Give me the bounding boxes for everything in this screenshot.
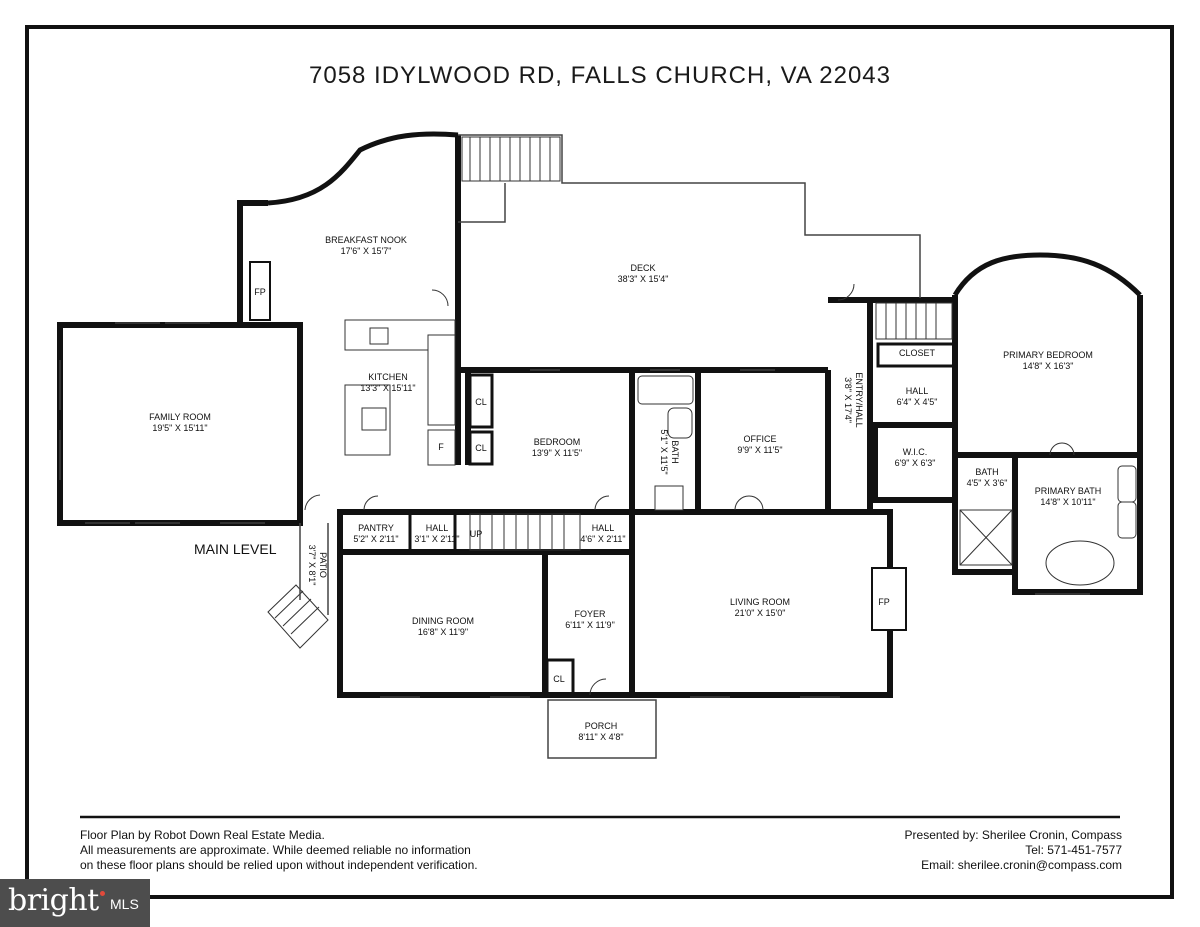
room-name-bath-1: BATH xyxy=(670,440,680,463)
room-name-porch: PORCH xyxy=(585,721,618,731)
bright-mls-logo: bright MLS xyxy=(0,879,150,927)
room-dims-office: 9'9" X 11'5" xyxy=(737,445,782,455)
room-dims-living-room: 21'0" X 15'0" xyxy=(735,608,786,618)
room-name-primary-bedroom: PRIMARY BEDROOM xyxy=(1003,350,1093,360)
patio-steps xyxy=(267,584,329,649)
footer-disclaimer: Floor Plan by Robot Down Real Estate Med… xyxy=(80,828,478,873)
room-name-dining-room: DINING ROOM xyxy=(412,616,474,626)
room-dims-kitchen: 13'3" X 15'11" xyxy=(360,383,415,393)
closet-label: CL xyxy=(553,674,565,684)
room-name-family-room: FAMILY ROOM xyxy=(149,412,211,422)
room-dims-hall-b: 4'6" X 2'11" xyxy=(580,534,625,544)
room-name-breakfast-nook: BREAKFAST NOOK xyxy=(325,235,407,245)
windows xyxy=(59,322,1090,698)
fixture-labels: FP FP CL CL CL F UP xyxy=(254,287,890,684)
room-name-hall-upper: HALL xyxy=(906,386,929,396)
closet-label: CL xyxy=(475,443,487,453)
room-name-primary-bath: PRIMARY BATH xyxy=(1035,486,1102,496)
room-dims-bedroom: 13'9" X 11'5" xyxy=(532,448,582,458)
primary-bedroom-walls xyxy=(952,295,1143,458)
room-dims-hall-a: 3'1" X 2'11" xyxy=(414,534,459,544)
room-name-patio: PATIO xyxy=(318,552,328,578)
room-name-closet: CLOSET xyxy=(899,348,936,358)
room-dims-bath-1: 5'1" X 11'5" xyxy=(659,429,669,474)
pantry-walls xyxy=(338,512,457,552)
room-dims-deck: 38'3" X 15'4" xyxy=(618,274,669,284)
entry-stairs xyxy=(875,302,953,340)
fireplace-label: FP xyxy=(254,287,266,297)
door-swings xyxy=(304,283,1075,696)
room-name-hall-b: HALL xyxy=(592,523,615,533)
room-name-foyer: FOYER xyxy=(574,609,606,619)
room-dims-dining-room: 16'8" X 11'9" xyxy=(418,627,468,637)
room-dims-foyer: 6'11" X 11'9" xyxy=(565,620,615,630)
deck-outline xyxy=(458,134,921,298)
porch-outline xyxy=(547,699,657,759)
deck-stairs xyxy=(461,136,561,182)
closets xyxy=(468,342,956,697)
room-name-kitchen: KITCHEN xyxy=(368,372,408,382)
room-dims-primary-bedroom: 14'8" X 16'3" xyxy=(1023,361,1074,371)
room-dims-entry-hall: 3'8" X 17'4" xyxy=(843,377,853,423)
middle-row-walls xyxy=(458,367,831,515)
presenter-line: Presented by: Sherilee Cronin, Compass xyxy=(904,828,1122,842)
rotated-labels: BATH 5'1" X 11'5" ENTRY/HALL 3'8" X 17'4… xyxy=(307,372,864,585)
room-name-pantry: PANTRY xyxy=(358,523,394,533)
hall-stairs xyxy=(469,513,581,551)
room-dims-patio: 3'7" X 8'1" xyxy=(307,545,317,586)
patio-outline xyxy=(299,523,329,615)
fireplace-label: FP xyxy=(878,597,890,607)
room-dims-pantry: 5'2" X 2'11" xyxy=(353,534,398,544)
logo-wordmark: bright xyxy=(8,883,99,918)
page-frame xyxy=(25,25,1174,899)
logo-dot-icon xyxy=(100,891,105,896)
closet-label: CL xyxy=(475,397,487,407)
room-name-bath-2: BATH xyxy=(975,467,998,477)
room-dims-primary-bath: 14'8" X 10'11" xyxy=(1040,497,1095,507)
bath-fixtures xyxy=(637,375,1137,586)
fireplaces xyxy=(249,261,907,631)
kitchen-walls xyxy=(237,135,461,523)
logo-suffix: MLS xyxy=(110,896,139,912)
phone-line: Tel: 571-451-7577 xyxy=(1025,843,1122,857)
room-dims-wic: 6'9" X 6'3" xyxy=(895,458,936,468)
primary-bath-walls xyxy=(952,455,1143,595)
room-name-hall-a: HALL xyxy=(426,523,449,533)
primary-bedroom-bay xyxy=(952,252,1142,297)
room-dims-porch: 8'11" X 4'8" xyxy=(578,732,623,742)
footer-line: Floor Plan by Robot Down Real Estate Med… xyxy=(80,828,325,842)
breakfast-nook-curve xyxy=(267,131,459,206)
room-name-living-room: LIVING ROOM xyxy=(730,597,790,607)
room-name-wic: W.I.C. xyxy=(903,447,928,457)
room-name-deck: DECK xyxy=(630,263,655,273)
room-name-entry-hall: ENTRY/HALL xyxy=(854,372,864,427)
room-name-bedroom: BEDROOM xyxy=(534,437,581,447)
footer-contact: Presented by: Sherilee Cronin, Compass T… xyxy=(905,828,1122,873)
page-title: 7058 IDYLWOOD RD, FALLS CHURCH, VA 22043 xyxy=(309,62,891,89)
room-dims-breakfast-nook: 17'6" X 15'7" xyxy=(341,246,392,256)
level-label: MAIN LEVEL xyxy=(194,541,277,557)
lower-walls xyxy=(337,509,893,698)
room-dims-hall-upper: 6'4" X 4'5" xyxy=(897,397,938,407)
fridge-label: F xyxy=(438,442,444,452)
stairs-up-label: UP xyxy=(470,529,483,539)
kitchen-fixtures xyxy=(344,319,456,466)
room-labels: BREAKFAST NOOK 17'6" X 15'7" DECK 38'3" … xyxy=(149,235,1101,742)
room-dims-family-room: 19'5" X 15'11" xyxy=(152,423,207,433)
room-dims-bath-2: 4'5" X 3'6" xyxy=(967,478,1008,488)
footer-line: on these floor plans should be relied up… xyxy=(80,858,478,872)
room-name-office: OFFICE xyxy=(744,434,777,444)
footer-line: All measurements are approximate. While … xyxy=(80,843,471,857)
email-line: Email: sherilee.cronin@compass.com xyxy=(921,858,1122,872)
